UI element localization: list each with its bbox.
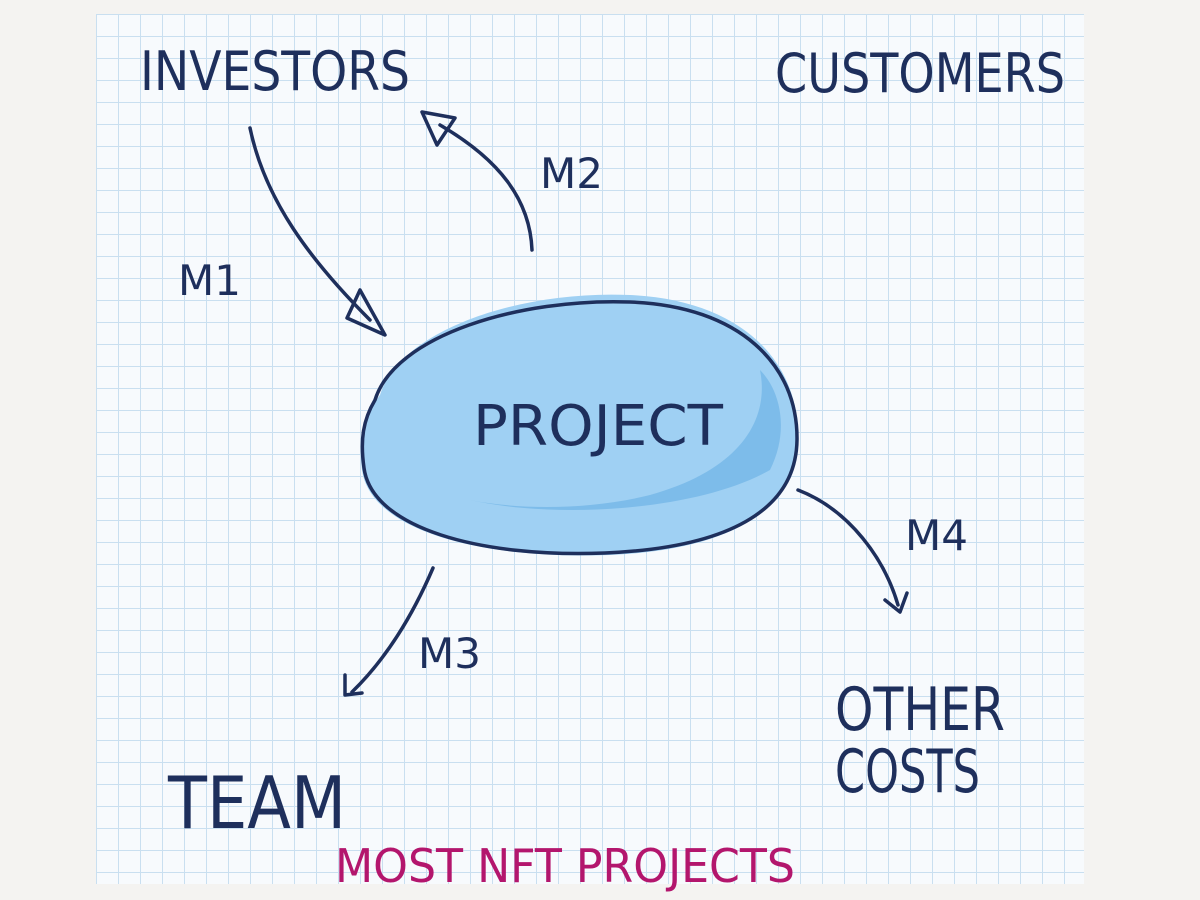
project-blob-outline [360, 299, 799, 556]
arrow-m3-head [343, 673, 364, 697]
project-label: PROJECT [473, 394, 724, 459]
arrow-m2-label: M2 [540, 149, 603, 198]
arrow-m1-line [248, 126, 372, 322]
arrow-m2-head [420, 110, 457, 147]
arrow-m4-label: M4 [905, 511, 968, 560]
arrow-m1-head [345, 288, 387, 337]
arrow-m3-label: M3 [418, 629, 481, 678]
arrow-m1-label: M1 [178, 256, 241, 305]
project-node: PROJECT [360, 294, 799, 556]
team-label: TEAM [167, 761, 346, 845]
arrow-m3: M3 [343, 566, 481, 697]
arrow-m4-line [796, 488, 900, 607]
caption: MOST NFT PROJECTS [335, 839, 795, 893]
project-blob-shade [470, 370, 781, 510]
investors-label: INVESTORS [140, 40, 410, 103]
arrow-m2: M2 [420, 110, 603, 252]
arrow-m3-line [350, 566, 435, 694]
arrow-m2-line [438, 123, 534, 252]
arrow-m4: M4 [796, 488, 968, 614]
other-costs-label-line2: COSTS [835, 737, 980, 807]
arrow-m4-head [883, 591, 909, 614]
arrow-m1: M1 [178, 126, 387, 337]
customers-label: CUSTOMERS [775, 42, 1065, 105]
other-costs-label-line1: OTHER [835, 675, 1005, 745]
